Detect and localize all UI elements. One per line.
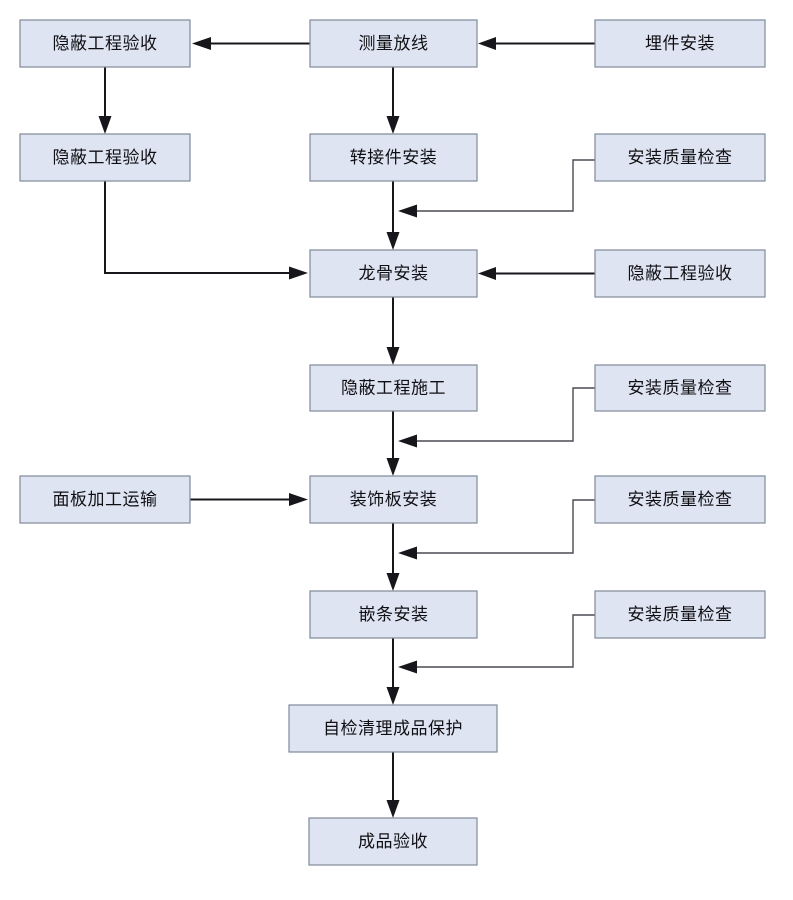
node-label: 隐蔽工程施工 <box>341 378 446 397</box>
node-anzhuang-zhiliang-jiancha-3[interactable]: 安装质量检查 <box>594 475 766 524</box>
node-label: 安装质量检查 <box>628 148 733 167</box>
edge-qiantiao-to-zijian <box>386 638 400 705</box>
node-label: 嵌条安装 <box>359 605 429 624</box>
edge-zhijian2-elbow <box>398 387 595 448</box>
edge-zhuanjie-to-longgu <box>386 181 400 250</box>
node-label: 安装质量检查 <box>628 378 733 397</box>
node-qiantiao-anzhuang[interactable]: 嵌条安装 <box>309 590 478 639</box>
edge-celiang-to-zhuanjie <box>386 67 400 134</box>
node-zhuanjiejian-anzhuang[interactable]: 转接件安装 <box>309 133 478 182</box>
node-maijian-anzhuang[interactable]: 埋件安装 <box>594 19 766 68</box>
node-yinbi-gongcheng-yanshou-3[interactable]: 隐蔽工程验收 <box>594 249 766 298</box>
node-label: 隐蔽工程验收 <box>53 34 158 53</box>
edge-yinbi2-to-longgu <box>104 181 308 280</box>
node-label: 安装质量检查 <box>628 605 733 624</box>
node-label: 测量放线 <box>359 34 429 53</box>
node-label: 埋件安装 <box>645 34 715 53</box>
edge-yinbi3-to-longgu <box>478 267 595 280</box>
node-label: 隐蔽工程验收 <box>53 148 158 167</box>
node-yinbi-gongcheng-yanshou-2[interactable]: 隐蔽工程验收 <box>19 133 191 182</box>
node-zhuangshiban-anzhuang[interactable]: 装饰板安装 <box>309 475 478 524</box>
node-label: 龙骨安装 <box>359 264 429 283</box>
node-anzhuang-zhiliang-jiancha-1[interactable]: 安装质量检查 <box>594 133 766 182</box>
edge-layer <box>98 37 595 818</box>
node-label: 成品验收 <box>358 832 428 851</box>
edge-celiang-to-yinbi1 <box>192 37 310 50</box>
edge-yinbishigong-to-zhuangshi <box>386 411 400 476</box>
node-label: 装饰板安装 <box>350 490 438 509</box>
node-yinbi-gongcheng-yanshou-1[interactable]: 隐蔽工程验收 <box>19 19 191 68</box>
node-mianban-jiagong-yunshu[interactable]: 面板加工运输 <box>19 475 191 524</box>
node-yinbi-gongcheng-shigong[interactable]: 隐蔽工程施工 <box>309 364 478 412</box>
node-longgu-anzhuang[interactable]: 龙骨安装 <box>309 249 478 298</box>
edge-longgu-to-yinbishigong <box>386 297 400 365</box>
edge-zhijian3-elbow <box>398 499 595 560</box>
node-anzhuang-zhiliang-jiancha-2[interactable]: 安装质量检查 <box>594 364 766 412</box>
edge-zijian-to-chengpin <box>386 752 400 818</box>
node-chengpin-yanshou[interactable]: 成品验收 <box>308 817 478 866</box>
edge-maijian-to-celiang <box>478 37 595 50</box>
node-label: 隐蔽工程验收 <box>628 264 733 283</box>
node-label: 面板加工运输 <box>53 490 158 509</box>
node-layer: 隐蔽工程验收 测量放线 埋件安装 隐蔽工程验收 转接件安装 安装质量检查 <box>19 19 766 866</box>
edge-zhijian1-elbow <box>398 159 595 218</box>
edge-yinbi1-to-yinbi2 <box>98 67 112 134</box>
node-zijian-qingli-chengpin-baohu[interactable]: 自检清理成品保护 <box>288 704 498 753</box>
edge-zhijian4-elbow <box>398 614 595 674</box>
edge-zhuangshi-to-qiantiao <box>386 523 400 591</box>
edge-mianban-to-zhuangshi <box>190 493 308 506</box>
node-label: 转接件安装 <box>350 148 438 167</box>
node-celiang-fangxian[interactable]: 测量放线 <box>309 19 478 68</box>
node-anzhuang-zhiliang-jiancha-4[interactable]: 安装质量检查 <box>594 590 766 639</box>
node-label: 自检清理成品保护 <box>323 719 463 738</box>
node-label: 安装质量检查 <box>628 490 733 509</box>
